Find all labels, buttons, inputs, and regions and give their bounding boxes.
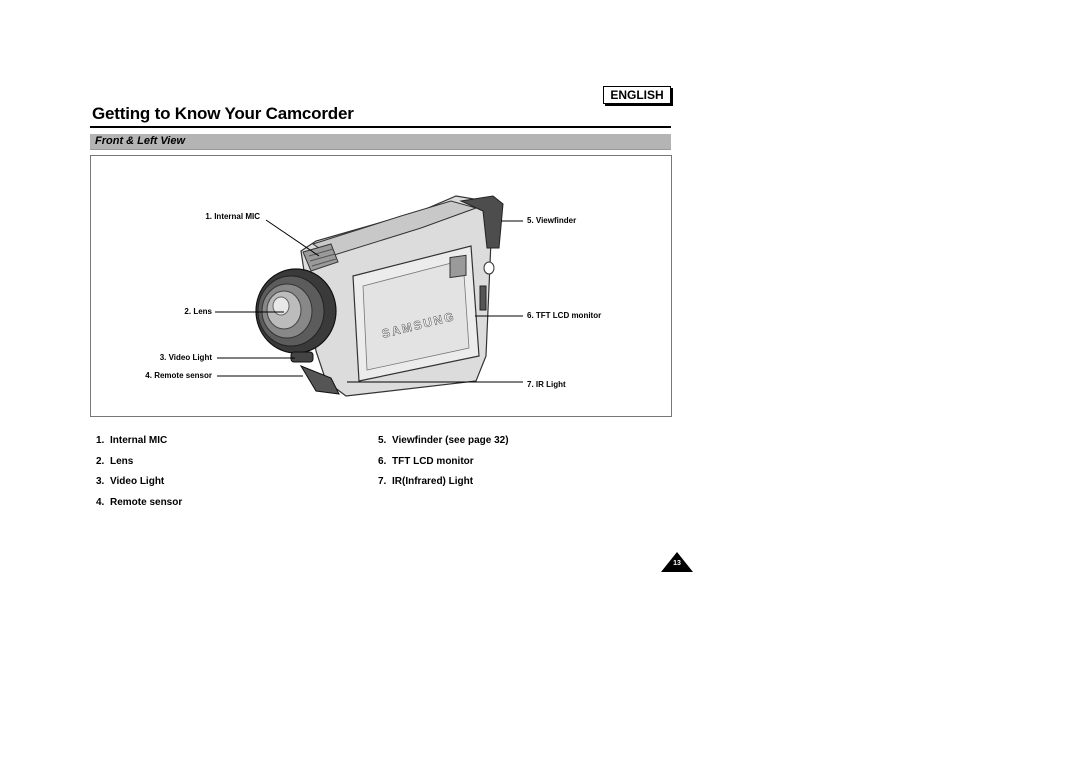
legend-num: 7. [378,476,387,487]
legend-item-viewfinder: 5. Viewfinder (see page 32) [378,435,509,446]
legend-item-remote-sensor: 4. Remote sensor [96,497,182,508]
camcorder-figure: SAMSUNG 1. Internal MIC 2. Lens 3. Video… [90,155,672,417]
legend-text: Lens [110,456,134,467]
page-number: 13 [673,560,681,567]
callout-internal-mic: 1. Internal MIC [205,212,260,221]
callout-remote-sensor: 4. Remote sensor [145,371,212,380]
legend-num: 2. [96,456,105,467]
legend-num: 3. [96,476,105,487]
legend-num: 1. [96,435,105,446]
callout-tft-lcd-monitor: 6. TFT LCD monitor [527,311,602,320]
legend-item-ir-light: 7. IR(Infrared) Light [378,476,473,487]
callout-viewfinder: 5. Viewfinder [527,216,577,225]
legend-item-video-light: 3. Video Light [96,476,164,487]
legend-text: Remote sensor [110,497,183,508]
legend-item-tft-lcd-monitor: 6. TFT LCD monitor [378,456,474,467]
legend-text: TFT LCD monitor [392,456,474,467]
legend-item-lens: 2. Lens [96,456,133,467]
legend-item-internal-mic: 1. Internal MIC [96,435,167,446]
callout-ir-light: 7. IR Light [527,380,566,389]
title-rule [90,126,671,128]
legend-text: IR(Infrared) Light [392,476,474,487]
page-number-marker: 13 [660,551,694,573]
legend-text: Viewfinder (see page 32) [392,435,509,446]
legend-text: Internal MIC [110,435,168,446]
section-header: Front & Left View [90,134,671,150]
legend-num: 4. [96,497,105,508]
legend-num: 6. [378,456,387,467]
triangle-icon [661,552,693,572]
section-title: Front & Left View [95,135,186,147]
legend-num: 5. [378,435,387,446]
page-title: Getting to Know Your Camcorder [92,104,354,123]
language-badge: ENGLISH [603,86,671,104]
camcorder-illustration: SAMSUNG [215,195,523,397]
legend-text: Video Light [110,476,165,487]
callout-lens: 2. Lens [184,307,212,316]
callout-video-light: 3. Video Light [159,353,212,362]
